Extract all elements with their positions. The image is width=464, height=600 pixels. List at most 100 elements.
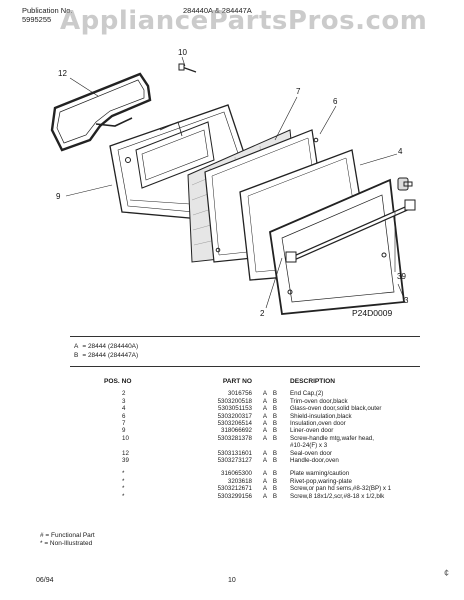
model-a: A: [262, 390, 268, 398]
model-b: B: [272, 492, 278, 500]
part-no: 318066692: [221, 427, 252, 435]
callout-39: 39: [397, 272, 406, 281]
table-row: 10 5303281378 A B Screw-handle mtg,wafer…: [104, 435, 391, 442]
oven-door-handle: [285, 199, 416, 295]
part-no: 5303281378: [217, 434, 252, 442]
watermark: AppliancePartsPros.com: [60, 6, 428, 36]
table-row: 3 5303200518 A B Trim-oven door,black: [104, 398, 391, 405]
table-row: 6 5303200317 A B Shield-insulation,black: [104, 413, 391, 420]
model-a: A: [262, 397, 268, 405]
part-no: 5303200317: [217, 412, 252, 420]
pos-no: *: [122, 492, 125, 500]
model-b: B: [272, 405, 278, 413]
description: #10-24(F) x 3: [290, 442, 328, 450]
handle-screw: [178, 63, 197, 73]
table-row: * 3203618 A B Rivet-pop,waring-plate: [104, 478, 391, 485]
table-row: 39 5303273127 A B Handle-door,oven: [104, 457, 391, 464]
table-header-row: POS. NO PART NO DESCRIPTION: [104, 378, 391, 390]
pos-no: 9: [122, 427, 126, 435]
description: Screw,or pan hd sems,#8-32(BP) x 1: [290, 485, 392, 493]
model-b: B: [272, 397, 278, 405]
description: Screw-handle mtg,wafer head,: [290, 434, 374, 442]
description: Screw,8 18x1/2,scr,#8-18 x 1/2,blk: [290, 492, 385, 500]
model-b: B: [272, 477, 278, 485]
part-no: 3203618: [227, 477, 252, 485]
header-pos-no: POS. NO: [104, 378, 132, 385]
model-a: A: [262, 420, 268, 428]
end-cap: [397, 177, 413, 191]
corner-mark: ¢: [444, 568, 450, 578]
header-blank: [260, 378, 270, 390]
legend-model: = 28444 (284447A): [82, 352, 139, 359]
pos-no: 2: [122, 390, 126, 398]
pos-no: [104, 442, 188, 449]
model-a: A: [262, 492, 268, 500]
model-a: A: [262, 412, 268, 420]
table-row: 7 5303206514 A B Insulation,oven door: [104, 420, 391, 427]
footnote-non-illustrated: * = Non-Illustrated: [40, 540, 93, 547]
model-a: A: [262, 457, 268, 465]
description: End Cap,(2): [290, 390, 324, 398]
description: Shield-insulation,black: [290, 412, 352, 420]
callout-3: 3: [404, 296, 409, 305]
part-no: 3016756: [227, 390, 252, 398]
publication-number: 5995255: [22, 15, 52, 24]
pos-no: 6: [122, 412, 126, 420]
header-blank: [270, 378, 280, 390]
legend-row: A = 28444 (284440A): [74, 342, 138, 351]
description: Insulation,oven door: [290, 420, 346, 428]
pos-no: 12: [122, 449, 129, 457]
part-no: 5303206514: [217, 420, 252, 428]
table-row: 2 3016756 A B End Cap,(2): [104, 390, 391, 397]
model-b: B: [272, 449, 278, 457]
pos-no: *: [122, 470, 125, 478]
model-b: B: [272, 434, 278, 442]
legend-key: B: [74, 352, 79, 359]
footnotes: # = Functional Part * = Non-Illustrated: [40, 532, 95, 548]
part-no: 316065300: [221, 470, 252, 478]
parts-table: POS. NO PART NO DESCRIPTION 2 3016756 A …: [104, 378, 391, 500]
table-row: * 5303212671 A B Screw,or pan hd sems,#8…: [104, 485, 391, 492]
door-trim-frame: [269, 178, 405, 315]
model-b: B: [272, 420, 278, 428]
model-numbers: 284440A & 284447A: [183, 6, 252, 15]
description: Trim-oven door,black: [290, 397, 348, 405]
model-a: A: [262, 449, 268, 457]
part-no: 5303299156: [217, 492, 252, 500]
part-no: 5303131601: [217, 449, 252, 457]
pos-no: *: [122, 477, 125, 485]
model-b: B: [272, 470, 278, 478]
description: Rivet-pop,waring-plate: [290, 477, 352, 485]
table-row: * 316065300 A B Plate warning/caution: [104, 470, 391, 477]
divider-top: [70, 336, 420, 337]
header-part-no: PART NO: [222, 378, 252, 385]
table-row: 12 5303131601 A B Seal-oven door: [104, 450, 391, 457]
pos-no: 10: [122, 434, 129, 442]
description: Glass-oven door,solid black,outer: [290, 405, 382, 413]
model-b: B: [272, 457, 278, 465]
page-number: 10: [228, 577, 236, 584]
callout-12: 12: [58, 69, 67, 78]
legend-key: A: [74, 343, 79, 350]
publication-label: Publication No.: [22, 6, 73, 15]
model-legend: A = 28444 (284440A) B = 28444 (284447A): [74, 342, 138, 360]
description: Plate warning/caution: [290, 470, 350, 478]
callout-10: 10: [178, 48, 187, 57]
model-a: A: [262, 470, 268, 478]
callout-2: 2: [260, 309, 265, 318]
header-description: DESCRIPTION: [290, 378, 336, 385]
callout-7: 7: [296, 87, 301, 96]
part-no: 5303200518: [217, 397, 252, 405]
table-row: 4 5303051153 A B Glass-oven door,solid b…: [104, 405, 391, 412]
figure-id: P24D0009: [352, 308, 392, 318]
model-a: A: [262, 485, 268, 493]
table-row: 9 318066692 A B Liner-oven door: [104, 427, 391, 434]
part-no: 5303212671: [217, 485, 252, 493]
table-row: #10-24(F) x 3: [104, 442, 391, 449]
legend-model: = 28444 (284440A): [82, 343, 139, 350]
legend-row: B = 28444 (284447A): [74, 351, 138, 360]
model-a: A: [262, 427, 268, 435]
pos-no: 3: [122, 397, 126, 405]
description: Liner-oven door: [290, 427, 334, 435]
part-no: [188, 442, 260, 449]
